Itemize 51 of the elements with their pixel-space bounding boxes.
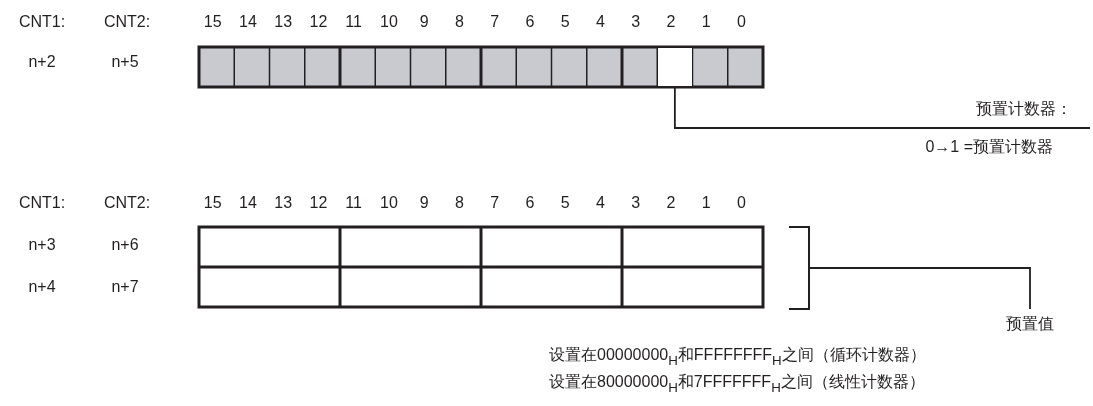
bit-number: 9 [419,13,429,31]
bracket [789,226,810,310]
bit-number: 2 [666,13,676,31]
bit-number: 11 [345,13,362,31]
bit-number: 14 [239,194,257,212]
word-address: n+5 [111,53,139,71]
bit-number: 4 [595,194,605,212]
bit-cell [657,47,693,87]
bit-number: 14 [239,13,257,31]
bit-number: 9 [419,194,429,212]
note: 设置在00000000$_{H}$和FFFFFFFF$_{H}$之间（循环计数器） [549,346,926,370]
bit-number: 1 [701,194,711,212]
bit-number: 1 [701,13,711,31]
bit-number: 3 [631,194,641,212]
bit-number: 7 [490,194,500,212]
bit-number: 8 [454,194,464,212]
bit-number: 4 [595,13,605,31]
bit-number: 15 [203,13,222,31]
word-address: n+3 [28,236,56,254]
register-label: 预置计数器： [976,100,1072,118]
register-label: 预置值 [1005,315,1055,333]
word-address: n+7 [111,278,139,296]
bit-description: 0→1 =预置计数器 [925,138,1053,156]
leader-line [674,86,863,129]
bit-number: 8 [454,13,464,31]
bit-number: 2 [666,194,676,212]
bit-number: 0 [736,13,746,31]
bit-number: 13 [274,194,292,212]
bit-number: 0 [736,194,746,212]
column-header: CNT1: [18,194,66,212]
bit-number: 10 [380,13,398,31]
bit-number: 6 [525,194,535,212]
bit-number: 7 [490,13,500,31]
bit-number: 15 [203,194,222,212]
bit-number: 3 [631,13,641,31]
bit-number: 12 [309,13,328,31]
word-address: n+2 [28,53,56,71]
word-address: n+4 [28,278,56,296]
bit-number: 6 [525,13,535,31]
column-header: CNT1: [18,13,66,31]
word-address: n+6 [111,236,139,254]
bit-number: 5 [560,194,570,212]
leader-line [809,267,1031,310]
bit-number: 11 [345,194,362,212]
note: 设置在80000000$_{H}$和7FFFFFFF$_{H}$之间（线性计数器） [549,373,925,397]
bit-number: 12 [309,194,328,212]
bit-number: 5 [560,13,570,31]
column-header: CNT2: [103,13,151,31]
column-header: CNT2: [103,194,151,212]
bit-number: 13 [274,13,292,31]
bit-number: 10 [380,194,398,212]
